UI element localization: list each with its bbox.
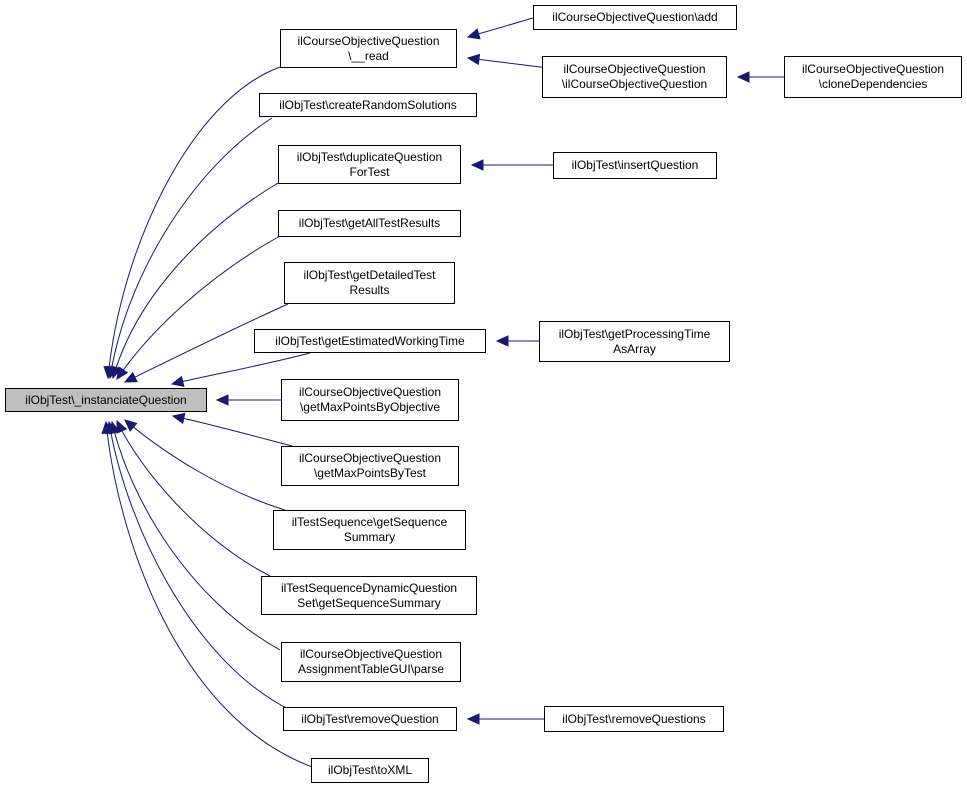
node-label-line: ilObjTest\getEstimatedWorkingTime	[275, 333, 465, 348]
arrowhead	[466, 713, 480, 725]
arrowhead	[170, 375, 185, 387]
node-create-random-solutions[interactable]: ilObjTest\createRandomSolutions	[259, 93, 477, 117]
node-get-processing-time-as-array[interactable]: ilObjTest\getProcessingTime AsArray	[539, 321, 730, 362]
node-dynamic-question-set-get-sequence-summary[interactable]: ilTestSequenceDynamicQuestion Set\getSeq…	[261, 576, 477, 615]
node-assignment-table-gui-parse[interactable]: ilCourseObjectiveQuestion AssignmentTabl…	[281, 642, 461, 682]
edge-n9-to-n0	[124, 419, 286, 511]
node-get-max-points-by-test[interactable]: ilCourseObjectiveQuestion \getMaxPointsB…	[281, 446, 459, 486]
node-remove-question[interactable]: ilObjTest\removeQuestion	[283, 707, 457, 731]
node-label-line: Results	[349, 283, 390, 297]
node-label-line: Summary	[343, 530, 396, 544]
edge-n11-to-n0	[111, 421, 281, 651]
node-clone-dependencies[interactable]: ilCourseObjectiveQuestion \cloneDependen…	[784, 56, 962, 98]
node-label-line: ilObjTest\removeQuestions	[562, 711, 706, 726]
edge-n10-to-n0	[116, 420, 271, 577]
node-get-max-points-by-objective[interactable]: ilCourseObjectiveQuestion \getMaxPointsB…	[281, 379, 459, 421]
node-label-line: ilCourseObjectiveQuestion	[801, 62, 945, 76]
edge-n12-to-n0	[108, 421, 291, 711]
arrowhead	[466, 53, 481, 66]
arrowhead	[124, 419, 138, 432]
node-label-line: ForTest	[349, 164, 390, 179]
node-label-line: \__read	[348, 48, 389, 63]
node-label-line: ilObjTest\duplicateQuestion	[296, 149, 443, 164]
node-course-objective-question-add[interactable]: ilCourseObjectiveQuestion\add	[533, 5, 737, 30]
node-label-line: ilObjTest\getProcessingTime	[558, 326, 711, 341]
arrowhead	[116, 419, 128, 434]
node-test-sequence-get-sequence-summary[interactable]: ilTestSequence\getSequence Summary	[273, 510, 466, 550]
arrowhead	[466, 28, 481, 40]
node-label-line: ilCourseObjectiveQuestion\add	[552, 10, 718, 24]
node-label-line: ilObjTest\getDetailedTest	[303, 268, 436, 282]
node-label-line: ilObjTest\getAllTestResults	[298, 216, 441, 230]
node-get-estimated-working-time[interactable]: ilObjTest\getEstimatedWorkingTime	[254, 329, 486, 353]
node-label-line: ilObjTest\_instanciateQuestion	[25, 392, 187, 407]
node-course-objective-question-constructor[interactable]: ilCourseObjectiveQuestion \ilCourseObjec…	[542, 56, 727, 98]
node-label-line: ilCourseObjectiveQuestion	[297, 33, 440, 48]
node-label-line: ilTestSequence\getSequence	[291, 515, 448, 529]
arrowhead	[101, 420, 113, 435]
node-label-line: ilCourseObjectiveQuestion	[299, 647, 443, 661]
node-label-line: \ilCourseObjectiveQuestion	[561, 77, 708, 91]
node-duplicate-question-for-test[interactable]: ilObjTest\duplicateQuestion ForTest	[278, 145, 461, 184]
node-label-line: ilTestSequenceDynamicQuestion	[280, 580, 458, 595]
node-get-detailed-test-results[interactable]: ilObjTest\getDetailedTest Results	[284, 262, 455, 304]
node-label-line: \getMaxPointsByTest	[313, 466, 427, 480]
node-label-line: \getMaxPointsByObjective	[299, 400, 441, 414]
arrowhead	[215, 394, 229, 406]
arrowhead	[116, 366, 129, 381]
edge-n6-to-n0	[171, 352, 311, 385]
node-label-line: ilCourseObjectiveQuestion	[563, 62, 706, 76]
arrowhead	[495, 335, 509, 347]
edge-n3-to-n0	[112, 182, 279, 379]
edge-n2-to-n0	[109, 117, 273, 379]
node-insert-question[interactable]: ilObjTest\insertQuestion	[553, 152, 717, 179]
node-label-line: ilObjTest\toXML	[327, 763, 413, 777]
node-instanciate-question: ilObjTest\_instanciateQuestion	[5, 388, 207, 412]
arrowhead	[736, 71, 750, 83]
node-label-line: AssignmentTableGUI\parse	[297, 662, 445, 676]
edge-n15-to-n1	[467, 57, 549, 69]
arrowhead	[171, 412, 186, 425]
node-label-line: Set\getSequenceSummary	[297, 595, 441, 610]
edge-n1-to-n0	[107, 66, 281, 379]
node-remove-questions[interactable]: ilObjTest\removeQuestions	[544, 706, 724, 732]
node-label-line: ilCourseObjectiveQuestion	[298, 385, 442, 399]
node-label-line: AsArray	[613, 341, 656, 356]
node-course-objective-question-read[interactable]: ilCourseObjectiveQuestion \__read	[280, 29, 457, 68]
node-label-line: ilCourseObjectiveQuestion	[298, 451, 442, 465]
edge-n4-to-n0	[116, 235, 281, 380]
node-label-line: ilObjTest\removeQuestion	[301, 711, 439, 726]
arrowhead	[123, 371, 138, 383]
node-to-xml[interactable]: ilObjTest\toXML	[311, 758, 429, 783]
node-label-line: ilObjTest\insertQuestion	[571, 158, 699, 172]
edge-n8-to-n0	[172, 415, 293, 447]
node-label-line: \cloneDependencies	[818, 77, 928, 91]
node-get-all-test-results[interactable]: ilObjTest\getAllTestResults	[278, 210, 461, 237]
edge-n5-to-n0	[124, 303, 289, 383]
node-label-line: ilObjTest\createRandomSolutions	[279, 97, 457, 112]
arrowhead	[470, 159, 484, 171]
edge-n13-to-n0	[105, 421, 316, 769]
